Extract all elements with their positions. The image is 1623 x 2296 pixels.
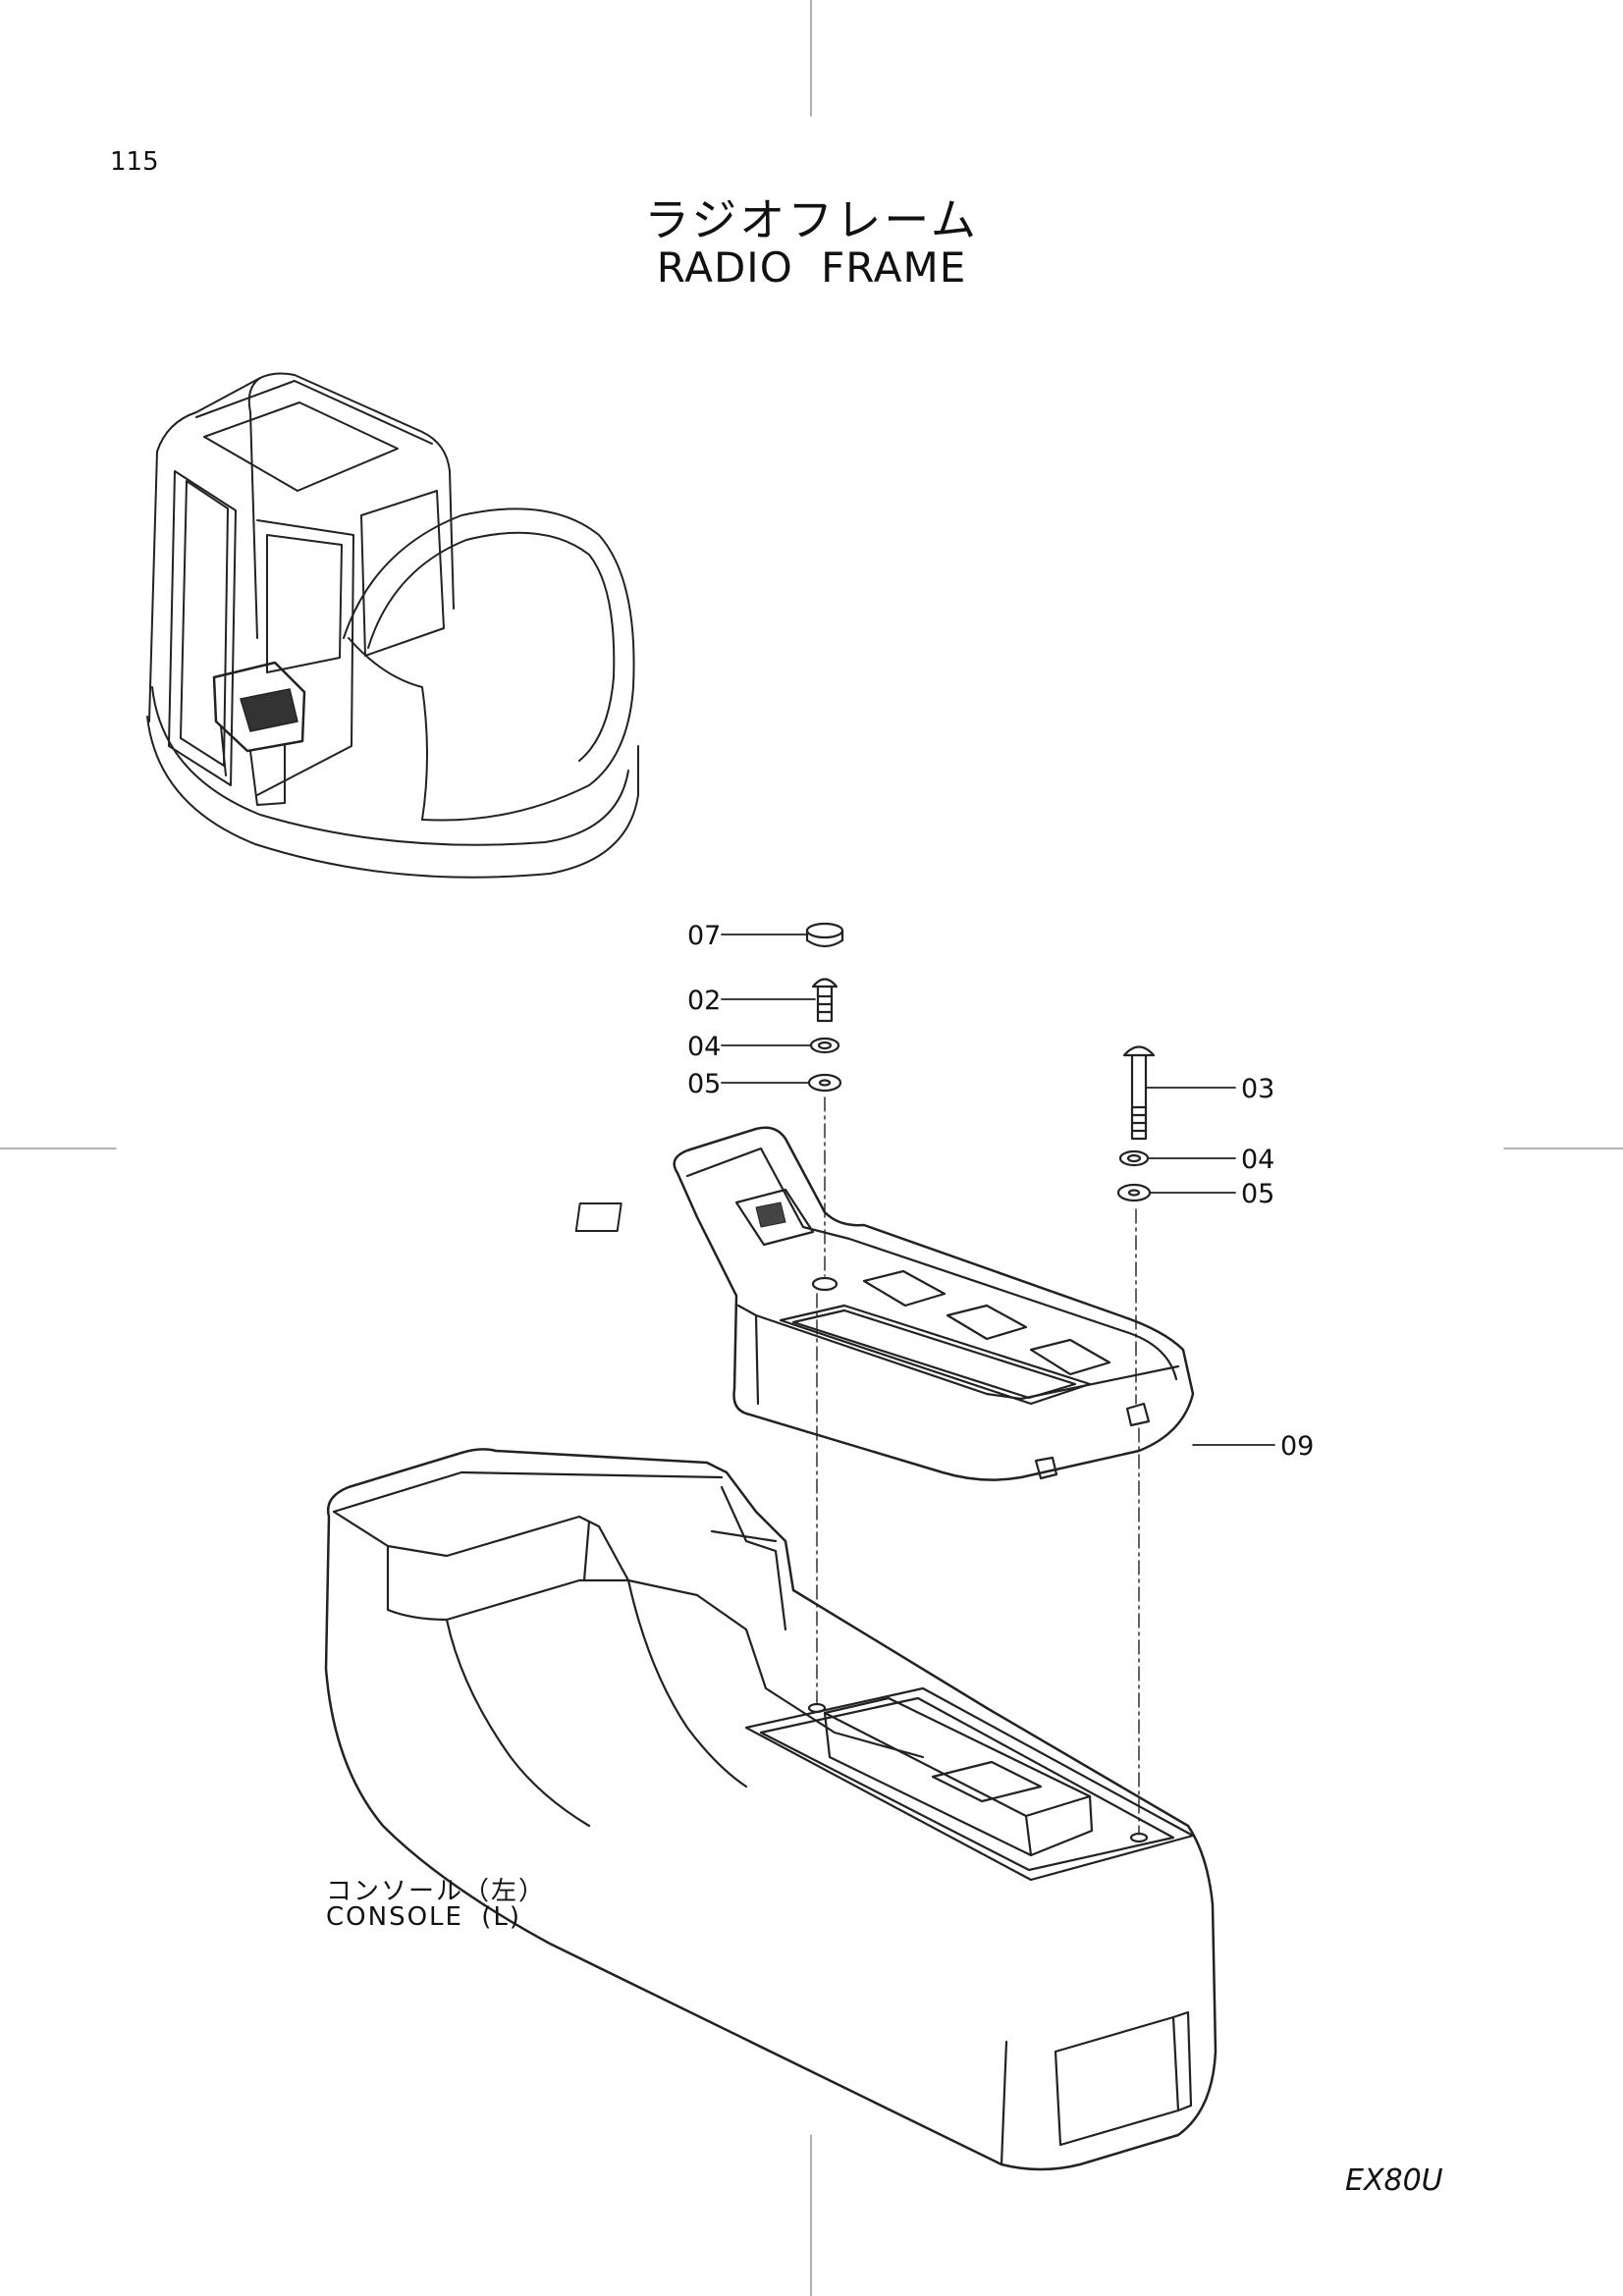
label-03: 03 <box>1241 1074 1274 1104</box>
page-title-english: RADIO FRAME <box>656 243 967 292</box>
part-04-spring-washer-left <box>809 1037 840 1054</box>
excavator-cab-illustration <box>146 372 639 879</box>
part-07-cap <box>805 922 844 948</box>
label-02: 02 <box>687 986 721 1016</box>
console-left <box>324 1448 1217 2171</box>
console-label-english: CONSOLE (L) <box>326 1902 521 1932</box>
label-09: 09 <box>1280 1431 1314 1462</box>
leader-lines <box>721 934 1275 1446</box>
part-04-spring-washer-right <box>1118 1149 1150 1167</box>
page-number: 115 <box>110 147 159 177</box>
assembly-center-lines <box>816 1096 1140 1835</box>
label-07: 07 <box>687 921 721 951</box>
label-05-right: 05 <box>1241 1179 1274 1209</box>
part-05-washer-right <box>1116 1183 1152 1202</box>
label-04-left: 04 <box>687 1032 721 1062</box>
part-02-screw <box>811 978 839 1023</box>
label-04-right: 04 <box>1241 1145 1274 1175</box>
page-title-japanese: ラジオフレーム <box>644 193 979 246</box>
part-09-radio-frame <box>574 1126 1195 1481</box>
label-05-left: 05 <box>687 1069 721 1099</box>
part-05-washer-left <box>807 1073 842 1093</box>
part-03-bolt <box>1122 1045 1156 1141</box>
model-number: EX80U <box>1345 2163 1443 2198</box>
console-label-japanese: コンソール（左） <box>326 1877 547 1906</box>
